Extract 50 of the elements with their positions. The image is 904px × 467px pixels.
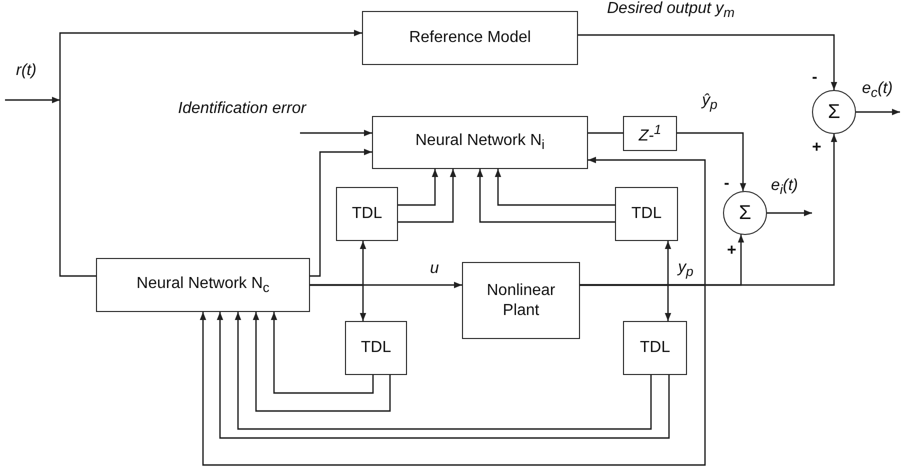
arrow — [398, 169, 456, 223]
arrow — [677, 132, 746, 192]
arrow — [5, 96, 60, 104]
block-box — [372, 116, 588, 169]
block-box — [362, 11, 578, 65]
block-label: Nonlinear Plant — [486, 281, 556, 320]
sigma-symbol: Σ — [828, 100, 840, 124]
block-label: TDL — [360, 338, 392, 358]
arrow — [59, 30, 362, 100]
sign-label: - — [812, 70, 818, 86]
arrow — [200, 284, 706, 466]
arrow — [310, 148, 372, 277]
summing-junction — [812, 90, 856, 134]
block-box — [96, 258, 310, 312]
block-box — [623, 321, 687, 375]
arrow — [300, 130, 372, 136]
sigma-symbol: Σ — [738, 201, 752, 225]
edge-label: r(t) — [16, 62, 36, 80]
summing-junction — [723, 191, 767, 235]
edge-label: y$_{p}$ — [678, 259, 694, 280]
sign-label: - — [724, 176, 730, 192]
edge-label: e$_{c}$(t) — [862, 80, 893, 101]
arrow — [310, 284, 366, 321]
block-box — [345, 321, 407, 375]
arrow — [578, 34, 838, 90]
arrow — [270, 312, 374, 394]
edge-label: e$_{i}$(t) — [771, 177, 798, 198]
edge-label: Desired output y$_{m}$ — [607, 0, 735, 21]
edge-label: ŷ$_{p}$ — [702, 92, 718, 113]
block-label: TDL — [631, 204, 662, 224]
block-box — [615, 187, 678, 241]
edge-label: Identification error — [178, 100, 306, 118]
arrow — [476, 169, 615, 223]
block-label: Reference Model — [409, 28, 531, 48]
block-label: Z-$^{1}$ — [638, 122, 662, 146]
block-box — [623, 116, 677, 151]
block-label: TDL — [352, 204, 382, 224]
edge-label: u — [430, 260, 439, 278]
sign-label: + — [812, 140, 822, 156]
arrow — [252, 312, 391, 412]
block-label: Neural Network N$_{c}$ — [136, 274, 270, 296]
sign-label: + — [727, 243, 736, 259]
block-label: Neural Network N$_{i}$ — [415, 131, 545, 154]
arrow — [398, 169, 438, 206]
block-box — [336, 187, 398, 241]
arrow — [494, 169, 615, 206]
block-label: TDL — [640, 338, 670, 358]
arrow — [856, 108, 900, 116]
block-box — [462, 262, 580, 339]
arrow — [767, 210, 812, 216]
